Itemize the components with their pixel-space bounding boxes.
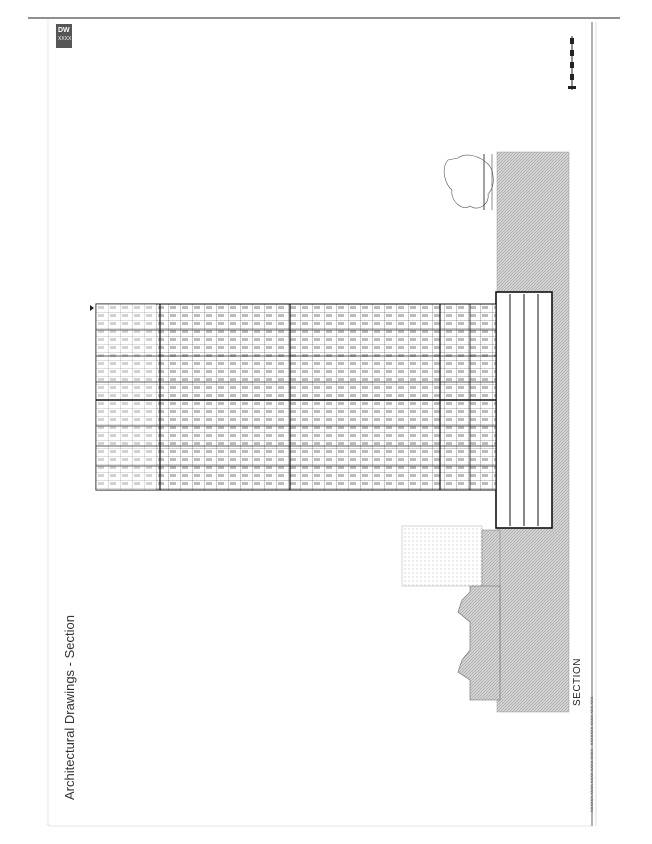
logo-subtext: XXXX xyxy=(58,36,72,42)
firm-logo: DW XXXX xyxy=(56,24,72,48)
logo-text: DW xyxy=(58,27,70,34)
neighbor-building-grid xyxy=(401,525,483,587)
tower-body xyxy=(95,303,497,491)
page-title: Architectural Drawings - Section xyxy=(62,615,77,800)
footer-note: XXXXXX XXXX XXXX XXXX XXXX - XXXXXXX XXX… xyxy=(589,696,594,812)
church-silhouette xyxy=(457,585,501,701)
level-marker xyxy=(90,305,94,311)
tree-outline xyxy=(443,154,494,209)
section-label: SECTION xyxy=(572,658,583,706)
scale-bar xyxy=(568,36,576,90)
